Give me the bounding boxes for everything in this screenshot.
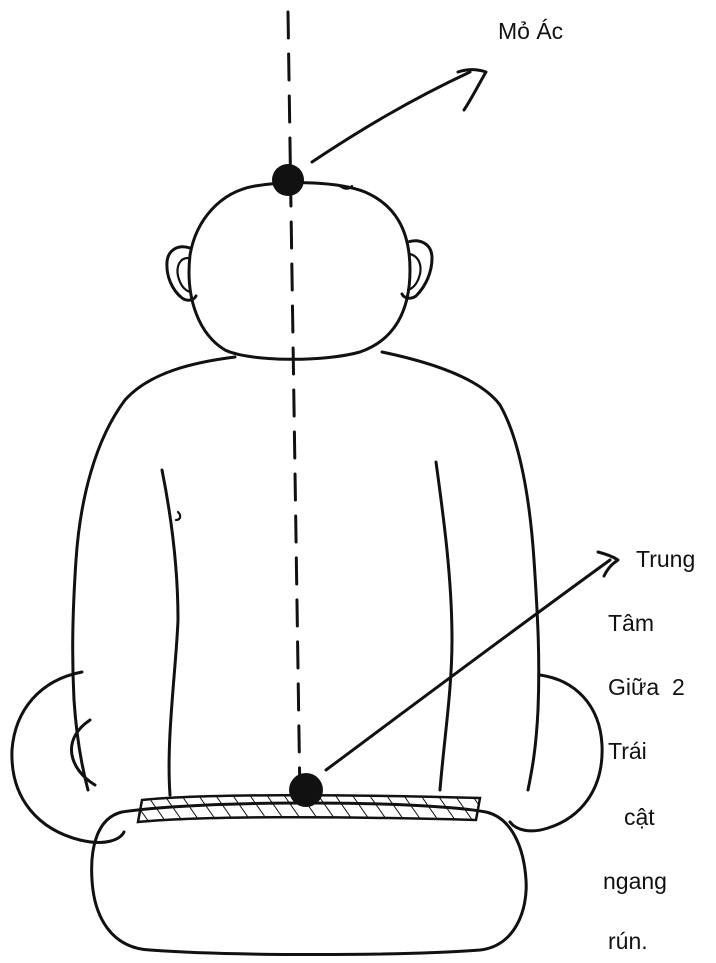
lower-point-label-line-7: rún. [608,930,648,953]
center-dashed-line [288,12,300,800]
head-outline [189,183,410,360]
lower-point-label-line-3: Giữa 2 [608,676,685,699]
lower-point-label-line-5: cật [624,806,655,829]
meditation-cushion [92,803,527,955]
lower-point-label-line-4: Trái [608,740,647,763]
lower-point-label-line-6: ngang [603,870,667,893]
top-point-marker [272,164,304,196]
right-leg [510,675,602,831]
right-arm-line [436,462,452,790]
lower-point-label-line-1: Trung [636,548,695,571]
back-outline [73,357,235,790]
right-ear [402,241,432,298]
top-point-label: Mỏ Ác [498,20,563,43]
lower-arrow [326,560,610,770]
left-arm-line [162,470,178,795]
top-arrow [312,72,470,162]
lower-point-marker [289,773,323,807]
lower-point-label-line-2: Tâm [608,612,654,635]
left-leg [12,672,124,842]
